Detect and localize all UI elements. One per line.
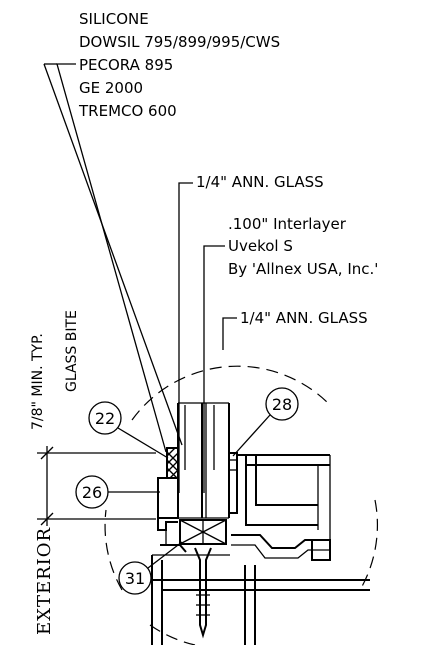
interior-gasket bbox=[228, 452, 238, 514]
silicone-product-4: TREMCO 600 bbox=[78, 102, 177, 120]
interlayer-line-1: .100" Interlayer bbox=[228, 215, 347, 233]
tag-26: 26 bbox=[75, 475, 160, 509]
silicone-product-1: DOWSIL 795/899/995/CWS bbox=[79, 33, 280, 51]
dimension-subtext: GLASS BITE bbox=[64, 310, 80, 392]
glass-top-leader bbox=[178, 182, 193, 493]
glass-bottom-label: 1/4" ANN. GLASS bbox=[240, 309, 368, 327]
dimension-lines bbox=[37, 446, 156, 526]
silicone-leader bbox=[43, 63, 183, 453]
detail-circle-left bbox=[104, 509, 123, 591]
interlayer-line-2: Uvekol S bbox=[228, 237, 293, 255]
dimension-text: 7/8" MIN. TYP. bbox=[30, 333, 46, 430]
tag-26-text: 26 bbox=[82, 483, 102, 502]
exterior-label: EXTERIOR bbox=[34, 527, 55, 635]
detail-circle-top bbox=[131, 365, 331, 421]
aluminum-frame bbox=[231, 454, 331, 561]
exterior-sealant bbox=[166, 447, 179, 479]
interlayer-line-3: By 'Allnex USA, Inc.' bbox=[228, 260, 378, 278]
tag-28-text: 28 bbox=[272, 395, 292, 414]
tag-22-text: 22 bbox=[95, 409, 115, 428]
tag-31-text: 31 bbox=[125, 569, 145, 588]
silicone-heading: SILICONE bbox=[79, 10, 149, 28]
exterior-clip bbox=[157, 518, 187, 553]
silicone-product-3: GE 2000 bbox=[79, 79, 143, 97]
spacer-tape bbox=[157, 477, 179, 519]
setting-block bbox=[179, 519, 227, 545]
silicone-product-2: PECORA 895 bbox=[79, 56, 173, 74]
tag-28: 28 bbox=[232, 387, 299, 457]
interlayer-leader bbox=[203, 245, 225, 493]
glass-bottom-leader bbox=[222, 317, 237, 350]
tag-22: 22 bbox=[88, 401, 169, 459]
detail-circle-right bbox=[359, 499, 378, 591]
mullion-section bbox=[151, 547, 370, 645]
glass-top-label: 1/4" ANN. GLASS bbox=[196, 173, 324, 191]
detail-circle-bottom bbox=[149, 624, 196, 645]
tag-31: 31 bbox=[118, 541, 183, 595]
